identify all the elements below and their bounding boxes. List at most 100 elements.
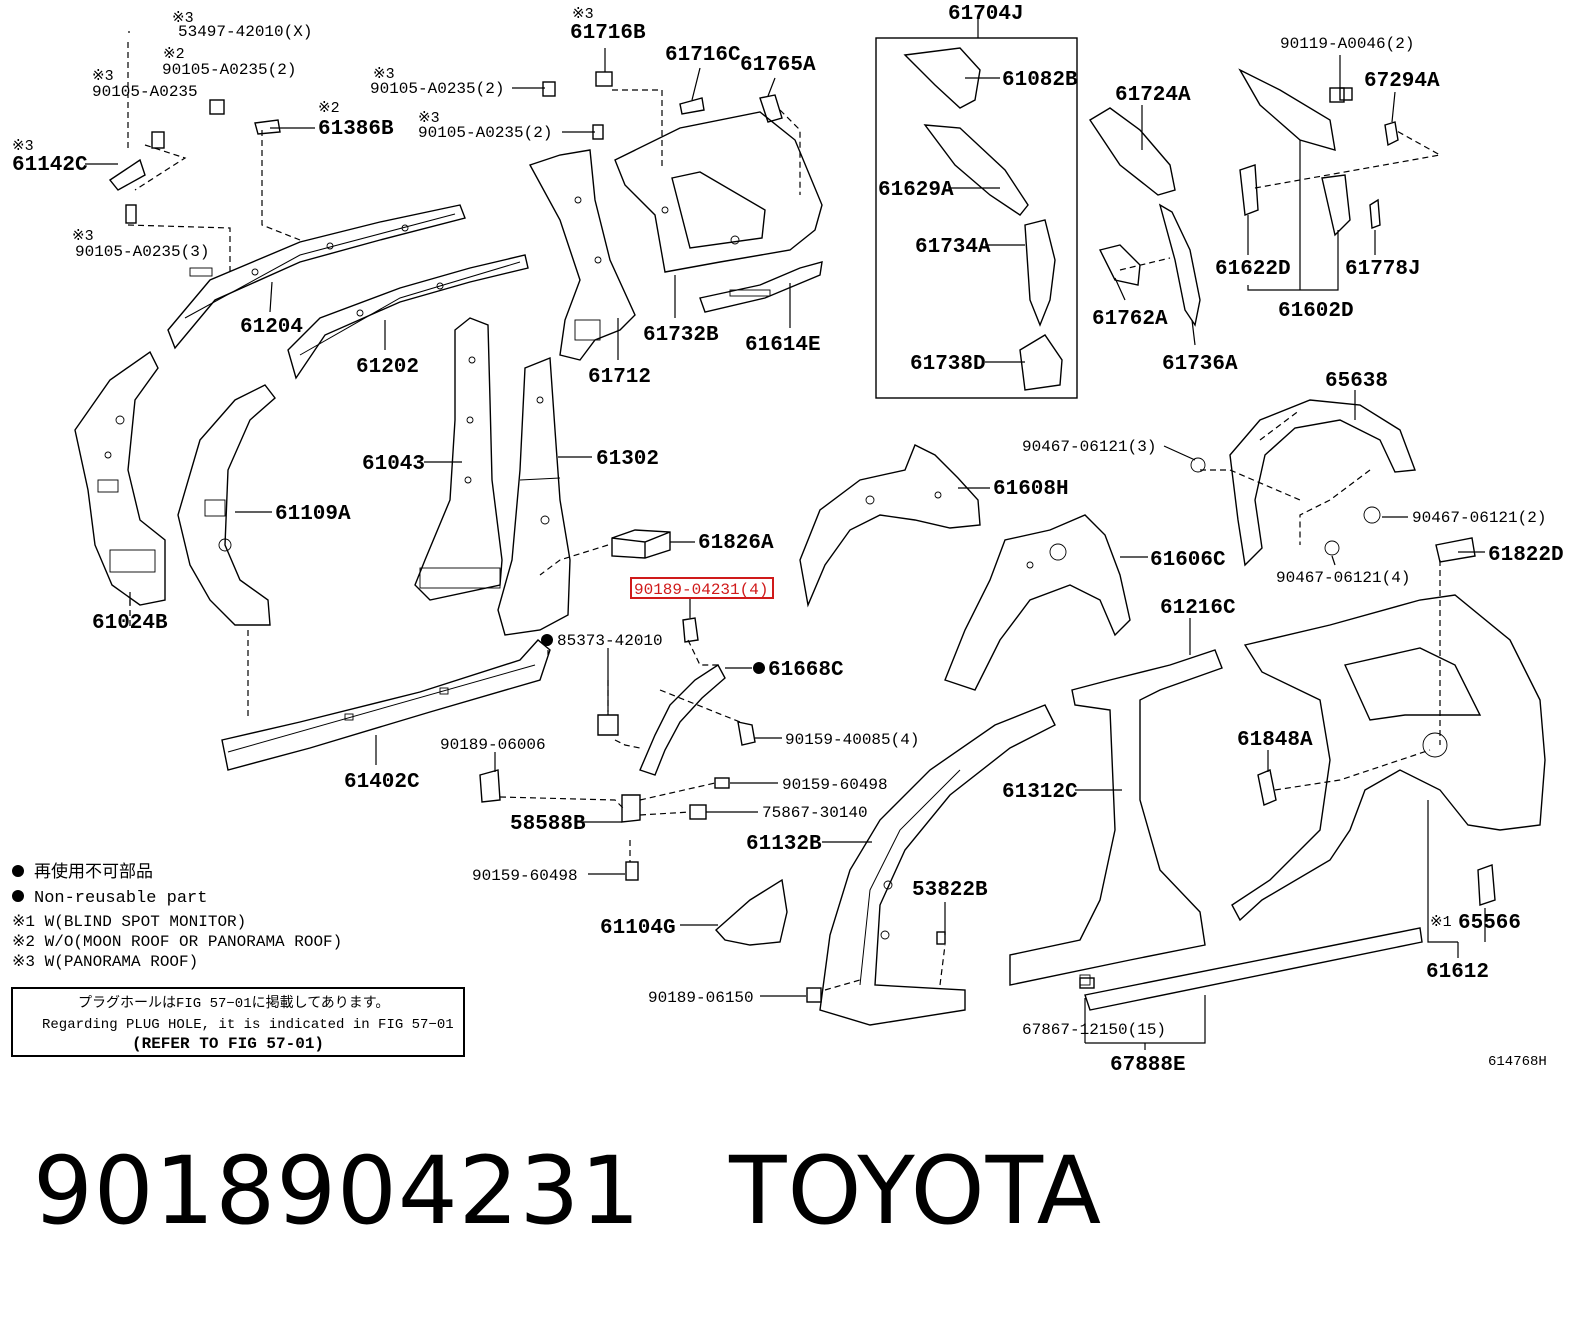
front-pillar-outer-drawing (74, 350, 166, 606)
legend-non-reusable-en: Non-reusable part (34, 889, 207, 908)
dashed-guide-lines (127, 42, 1442, 991)
label-53497-42010: 53497-42010(X) (178, 23, 312, 41)
legend-note-2: ※2 W/O(MOON ROOF OR PANORAMA ROOF) (12, 933, 342, 951)
highlight-box (630, 577, 774, 599)
quarter-panel-drawing (1231, 594, 1546, 922)
pad-61826A-drawing (611, 529, 671, 559)
label-53822B: 53822B (912, 879, 988, 902)
label-90467-06121-4: 90467-06121(4) (1276, 569, 1410, 587)
label-90189-04231-highlighted: 90189-04231(4) (634, 581, 768, 599)
label-90119-A0046-2: 90119-A0046(2) (1280, 35, 1414, 53)
label-61765A: 61765A (740, 54, 816, 77)
label-65566: 65566 (1458, 912, 1521, 935)
bracket-group-drawing (1238, 68, 1399, 237)
label-90105-A0235-2b: 90105-A0235(2) (370, 80, 504, 98)
plug-note-ref: (REFER TO FIG 57-01) (132, 1035, 324, 1053)
legend-note-1: ※1 W(BLIND SPOT MONITOR) (12, 913, 246, 931)
quarter-inner-panel-drawing (614, 111, 823, 273)
rocker-molding-drawing (1079, 927, 1423, 1011)
mark-3: ※3 (418, 110, 440, 127)
label-61724A: 61724A (1115, 84, 1191, 107)
extension-panel-drawing (699, 261, 823, 313)
label-61826A: 61826A (698, 532, 774, 555)
rocker-panel-drawing (221, 639, 551, 771)
label-85373-42010: 85373-42010 (557, 632, 663, 650)
label-90159-60498-a: 90159-60498 (782, 776, 888, 794)
label-90105-A0235: 90105-A0235 (92, 83, 198, 101)
rear-panels-drawing (1089, 107, 1201, 327)
drawing-id: 614768H (1488, 1054, 1547, 1070)
legend-dot (12, 865, 24, 877)
label-61082B: 61082B (1002, 69, 1078, 92)
label-75867-30140: 75867-30140 (762, 804, 868, 822)
label-90189-06150: 90189-06150 (648, 989, 754, 1007)
inner-roof-rail-drawing (287, 254, 529, 380)
label-61202: 61202 (356, 356, 419, 379)
label-61043: 61043 (362, 453, 425, 476)
mark-1: ※1 (1430, 914, 1452, 931)
label-61778J: 61778J (1345, 258, 1421, 281)
label-61716C: 61716C (665, 44, 741, 67)
front-side-pillar-drawing (819, 704, 1056, 1026)
parts-diagram: ※3 53497-42010(X) ※2 90105-A0235(2) ※3 9… (11, 3, 1564, 1077)
center-pillar-assy-drawing (1009, 649, 1223, 986)
label-61848A: 61848A (1237, 729, 1313, 752)
mark-3: ※3 (572, 6, 594, 23)
label-61386B: 61386B (318, 118, 394, 141)
label-61606C: 61606C (1150, 549, 1226, 572)
box-parts-drawing (903, 47, 1063, 391)
fasteners-drawing (108, 71, 1353, 1003)
label-61104G: 61104G (600, 917, 676, 940)
part-labels: ※3 53497-42010(X) ※2 90105-A0235(2) ※3 9… (12, 3, 1564, 1077)
label-90105-A0235-2a: 90105-A0235(2) (162, 61, 296, 79)
wheelhouse-inner-drawing (944, 514, 1131, 691)
label-61024B: 61024B (92, 612, 168, 635)
label-61712: 61712 (588, 366, 651, 389)
label-90105-A0235-3: 90105-A0235(3) (75, 243, 209, 261)
front-pillar-inner-drawing (177, 384, 276, 626)
wheelhouse-outer-drawing (799, 444, 981, 608)
plug-note-jp: プラグホールはFIG 57−01に掲載してあります。 (78, 995, 389, 1012)
label-61736A: 61736A (1162, 353, 1238, 376)
label-61216C: 61216C (1160, 597, 1236, 620)
label-67867-12150-15: 67867-12150(15) (1022, 1021, 1166, 1039)
label-61602D: 61602D (1278, 300, 1354, 323)
mark-2: ※2 (318, 100, 340, 117)
mark-3: ※3 (12, 138, 34, 155)
plug-note-en: Regarding PLUG HOLE, it is indicated in … (42, 1017, 454, 1033)
label-61668C: 61668C (768, 659, 844, 682)
legend-note-3: ※3 W(PANORAMA ROOF) (12, 953, 198, 971)
legend-non-reusable-jp: 再使用不可部品 (34, 861, 153, 883)
leader-lines (85, 18, 1486, 1050)
non-reusable-dot (541, 634, 553, 646)
label-67888E: 67888E (1110, 1054, 1186, 1077)
shield-61668C-drawing (639, 617, 756, 776)
label-65638: 65638 (1325, 370, 1388, 393)
label-58588B: 58588B (510, 813, 586, 836)
label-90159-40085-4: 90159-40085(4) (785, 731, 919, 749)
label-90467-06121-2: 90467-06121(2) (1412, 509, 1546, 527)
label-61732B: 61732B (643, 324, 719, 347)
label-61132B: 61132B (746, 833, 822, 856)
label-61822D: 61822D (1488, 544, 1564, 567)
label-90189-06006: 90189-06006 (440, 736, 546, 754)
label-61612: 61612 (1426, 961, 1489, 984)
label-61738D: 61738D (910, 353, 986, 376)
label-61629A: 61629A (878, 179, 954, 202)
label-61312C: 61312C (1002, 781, 1078, 804)
quarter-pillar-inner-drawing (528, 149, 636, 361)
label-61734A: 61734A (915, 236, 991, 259)
label-61109A: 61109A (275, 503, 351, 526)
wheel-liner-drawing (1190, 399, 1416, 567)
label-61142C: 61142C (12, 154, 88, 177)
label-61716B: 61716B (570, 22, 646, 45)
mark-3: ※3 (92, 68, 114, 85)
label-61608H: 61608H (993, 478, 1069, 501)
mark-3: ※3 (172, 10, 194, 27)
label-61622D: 61622D (1215, 258, 1291, 281)
label-67294A: 67294A (1364, 70, 1440, 93)
label-61204: 61204 (240, 316, 303, 339)
mark-3: ※3 (72, 228, 94, 245)
label-90159-60498-b: 90159-60498 (472, 867, 578, 885)
